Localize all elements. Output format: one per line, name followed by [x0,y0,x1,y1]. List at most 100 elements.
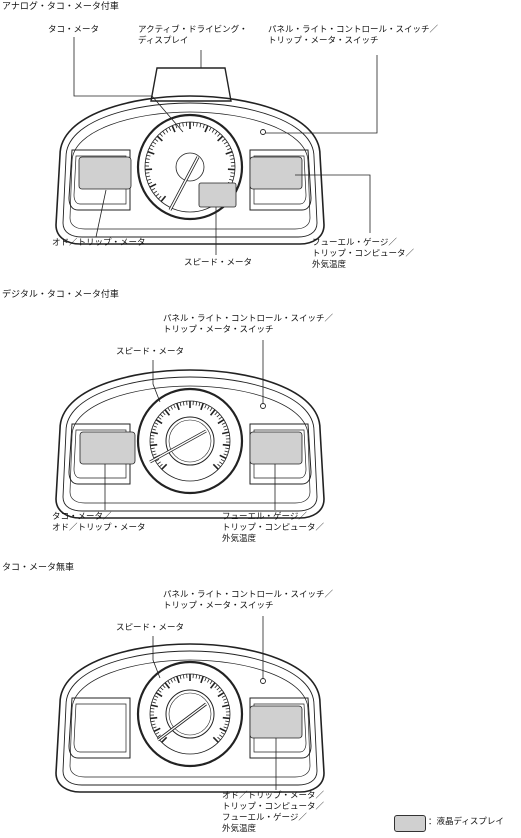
odo-lcd-3 [249,705,303,739]
gauge-tick [152,425,157,428]
tacho-odo-label-2: オド／トリップ・メータ [52,523,146,533]
panel-switch-label-s3-2: トリップ・メータ・スイッチ [163,601,274,611]
gauge-tick [220,731,225,735]
tacho-meter-label: タコ・メータ [48,25,100,35]
panel-switch-knob-2 [260,403,266,409]
gauge-tick [216,414,221,418]
gauge-tick [161,463,168,470]
tacho-lcd [79,431,136,465]
tacho-odo-label-1: タコ・メータ／ [52,512,112,522]
gauge-tick [227,147,232,151]
gauge-tick [150,708,155,710]
gauge-tick [175,124,178,129]
gauge-tick [151,723,156,726]
gauge-tick [217,692,225,698]
gauge-tick [155,419,163,425]
gauge-tick [150,431,159,435]
gauge-tick [148,181,153,185]
gauge-tick [225,435,230,437]
section1-heading: アナログ・タコ・メータ付車 [2,2,119,12]
gauge-tick [214,130,218,135]
gauge-tick [221,138,226,142]
gauge-tick [168,127,172,131]
gauge-tick [214,411,218,416]
gauge-tick [146,178,151,181]
gauge-tick [176,402,180,411]
gauge-tick [221,431,230,435]
gauge-tick [151,187,156,191]
gauge-tick [150,443,158,447]
gauge-tick [176,675,180,684]
gauge-tick [200,402,204,411]
gauge-tick [222,716,230,720]
gauge-tick [196,122,198,127]
gauge-tick [219,454,227,460]
gauge-tick [145,172,150,174]
gauge-tick [225,708,230,710]
fuel-gauge-label-s2-2: トリップ・コンピュータ／ [222,523,325,533]
gauge-tick [223,425,228,428]
section2-heading: デジタル・タコ・メータ付車 [2,290,119,300]
gauge-tick [164,409,171,416]
gauge-tick [225,144,230,148]
panel-switch-label-s2-1: パネル・ライト・コントロール・スイッチ／ [163,314,334,324]
gauge-tick [152,453,157,456]
gauge-tick [151,450,156,453]
speed-meter-label-s2: スピード・メータ [116,347,185,357]
gauge-tick [154,695,159,698]
gauge-tick [214,684,218,689]
legend-lcd-label: ：液晶ディスプレイ [428,817,504,827]
gauge-tick [165,128,169,133]
section3-heading: タコ・メータ無車 [2,563,75,573]
gauge-tick [146,154,151,157]
gauge-tick [173,677,176,682]
gauge-tick [207,405,210,410]
gauge-tick [199,123,202,128]
gauge-tick [229,175,234,178]
cluster-analog-tacho [55,37,378,255]
active-driving-display [150,67,232,102]
gauge-tick [221,704,230,708]
gauge-tick [195,401,198,406]
gauge-tick [217,419,225,425]
gauge-tick [145,158,150,160]
gauge-tick [225,447,230,450]
gauge-tick [209,680,213,685]
odo-trip-label: オド／トリップ・メータ [52,238,146,248]
gauge-tick [212,463,219,470]
gauge-tick [150,720,155,723]
gauge-tick [200,675,204,684]
active-display-label-1: アクティブ・ドライビング・ [138,25,248,35]
gauge-tick [225,720,230,723]
gauge-tick [157,734,161,738]
gauge-tick [152,141,157,145]
gauge-tick [212,736,219,743]
gauge-tick [219,461,223,465]
speed-meter-label-s3: スピード・メータ [116,623,185,633]
gauge-tick [216,687,221,691]
gauge-tick [178,123,181,128]
gauge-tick [162,411,166,416]
gauge-tick [157,689,162,693]
gauge-tick [179,675,182,680]
gauge-tick [150,435,155,437]
gauge-tick [149,183,157,188]
gauge-tick [182,122,184,127]
speed-lcd [198,182,237,208]
gauge-tick [156,135,163,142]
gauge-tick [211,128,215,133]
gauge-tick [170,405,173,410]
gauge-tick [162,684,166,689]
gauge-tick [195,674,198,679]
gauge-tick [221,695,226,698]
gauge-tick [209,407,213,412]
gauge-tick [146,175,151,178]
gauge-tick [158,195,162,200]
legend-lcd-swatch [394,815,426,832]
gauge-tick [223,141,228,145]
fuel-lcd [249,156,303,190]
gauge-tick [207,678,210,683]
gauge-tick [230,158,235,160]
odo-lcd [78,156,132,190]
